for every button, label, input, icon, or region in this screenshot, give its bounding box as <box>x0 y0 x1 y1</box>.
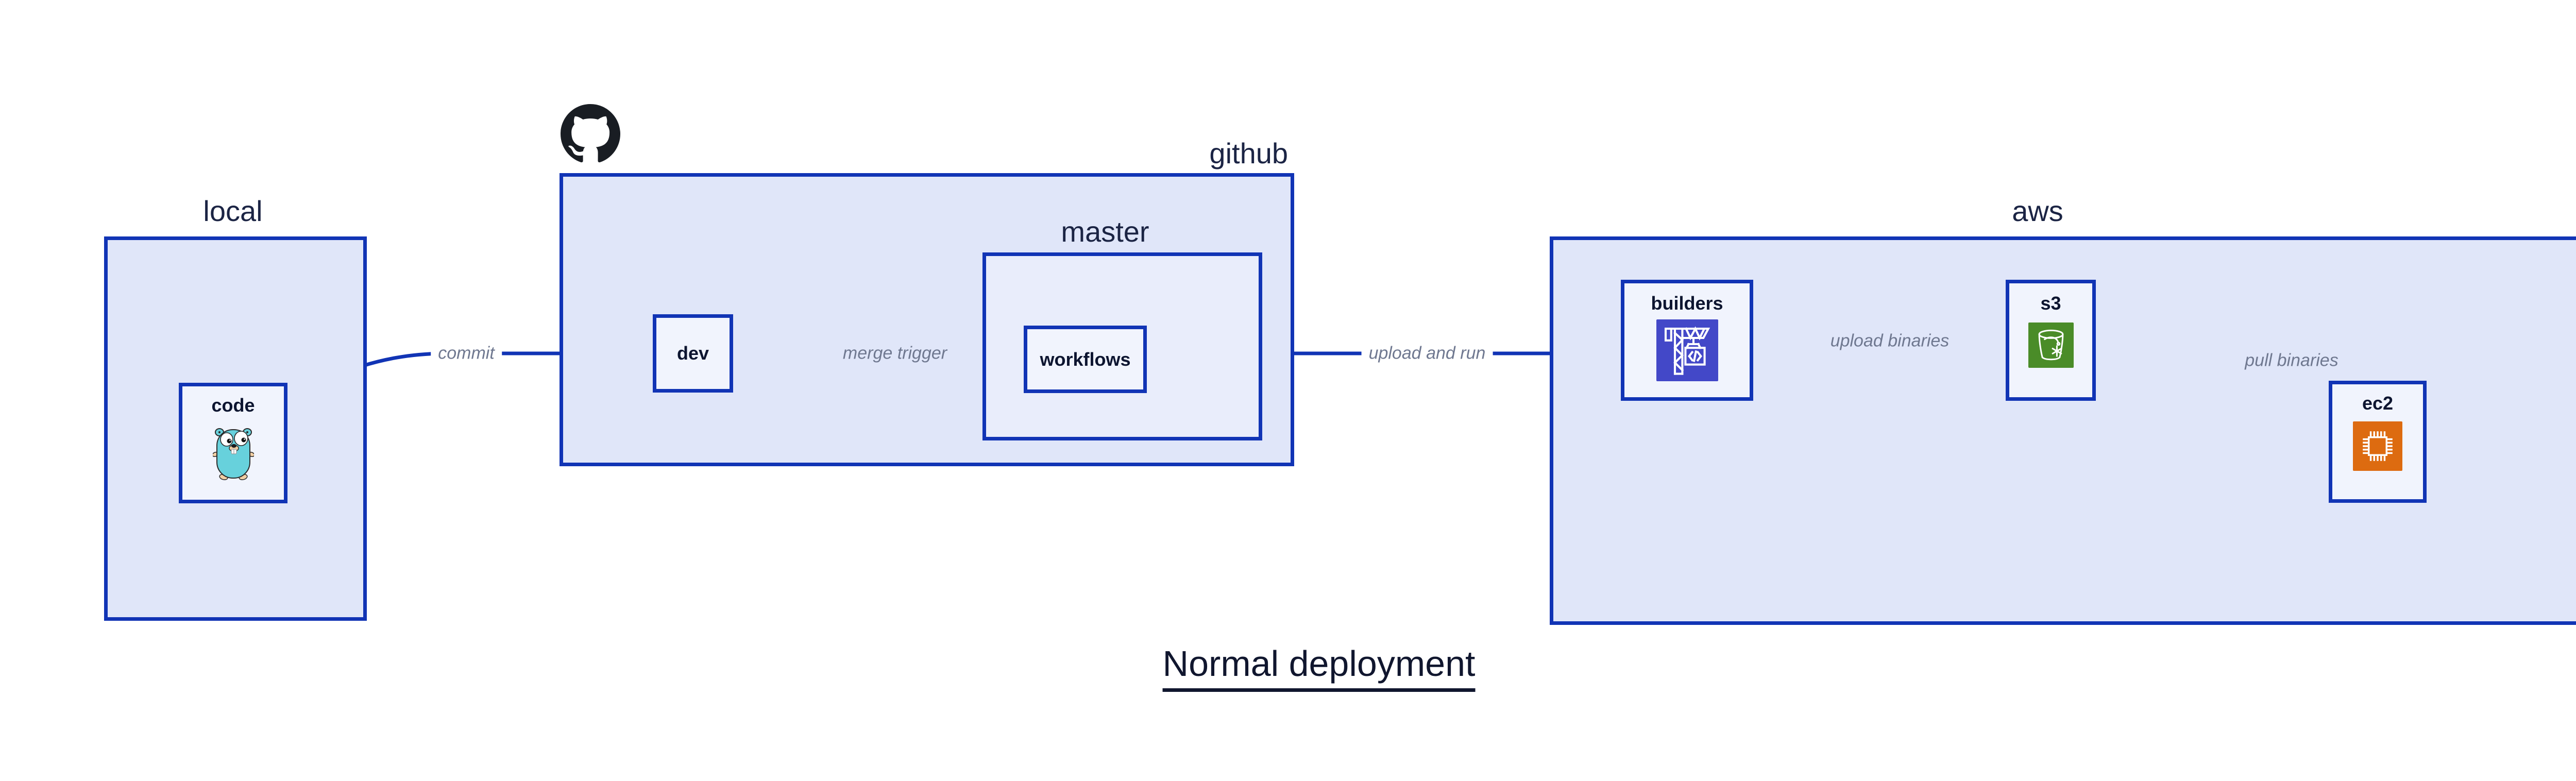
group-master-label: master <box>1061 215 1149 248</box>
ec2-chip-icon <box>2353 421 2402 471</box>
node-workflows: workflows <box>1024 326 1147 393</box>
github-octocat-icon <box>561 104 620 164</box>
node-s3: s3 <box>2006 280 2096 401</box>
edge-upload-and-run-label: upload and run <box>1361 342 1493 365</box>
node-code-label: code <box>211 395 255 416</box>
s3-bucket-icon <box>2028 322 2074 368</box>
group-local-label: local <box>203 195 263 227</box>
node-workflows-label: workflows <box>1040 348 1131 370</box>
edge-upload-binaries-label: upload binaries <box>1823 330 1957 352</box>
group-github-label: github <box>1209 137 1288 169</box>
node-code: code <box>179 383 287 503</box>
edge-merge-trigger-label: merge trigger <box>835 342 955 365</box>
node-ec2-label: ec2 <box>2362 393 2394 414</box>
edge-pull-binaries-label: pull binaries <box>2238 349 2346 372</box>
node-s3-label: s3 <box>2040 293 2061 314</box>
aws-codebuild-crane-icon <box>1656 319 1718 381</box>
edge-commit-label: commit <box>431 342 502 365</box>
node-ec2: ec2 <box>2329 381 2427 503</box>
diagram-title: Normal deployment <box>1162 643 1476 692</box>
node-dev: dev <box>653 314 733 393</box>
go-gopher-icon <box>212 428 254 480</box>
group-aws-label: aws <box>2012 195 2063 227</box>
node-builders-label: builders <box>1651 293 1723 314</box>
node-builders: builders <box>1621 280 1753 401</box>
node-dev-label: dev <box>676 343 709 364</box>
